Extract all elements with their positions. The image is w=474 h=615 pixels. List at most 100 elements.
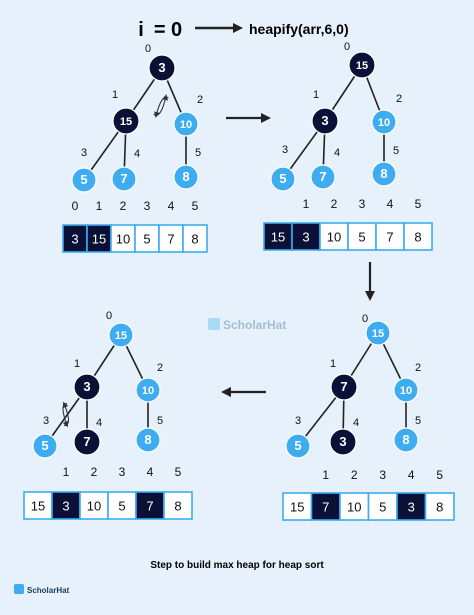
array-cell-box [403,222,433,251]
node-index-label: 5 [393,145,399,157]
array-cell-box [62,224,88,253]
node-circle [73,428,101,456]
scholarhat-logo-icon [14,584,24,594]
array-cell: 10 [319,222,349,251]
array-cell-value: 15 [290,500,304,515]
node-value: 5 [294,438,301,453]
array-cell: 15 [282,492,313,521]
tree-node: 53 [285,415,311,459]
array-index-label: 5 [175,465,182,479]
node-value: 7 [83,434,90,449]
figure-caption: Step to build max heap for heap sort [150,560,324,571]
node-circle [108,322,134,348]
node-index-label: 2 [197,94,203,106]
node-circle [111,166,137,192]
node-value: 10 [142,385,154,397]
array-cell: 15 [86,224,112,253]
tree-node: 71 [330,358,358,401]
node-index-label: 3 [43,415,49,427]
node-value: 15 [356,60,368,72]
heapify-call: heapify(arr,6,0) [249,21,349,37]
node-value: 10 [378,117,390,129]
array-cell: 8 [424,492,455,521]
tree-node: 34 [329,417,359,456]
node-value: 15 [120,116,132,128]
array-cell-box [163,491,193,520]
tree-node: 10 2 [371,93,402,135]
node-value: 5 [279,171,286,186]
tree-node: 31 [73,358,101,401]
node-index-label: 1 [112,89,118,101]
node-value: 3 [321,113,328,128]
array-index-label: 5 [436,468,443,482]
tree-node: 102 [135,362,163,403]
node-index-label: 0 [106,310,112,322]
array-cell-value: 8 [414,230,421,245]
array-index-label: 2 [120,199,127,213]
node-index-label: 4 [353,417,359,429]
tree-node: 85 [135,415,163,453]
array-cell-value: 10 [327,230,341,245]
array-cell: 10 [339,492,370,521]
array-cell-value: 8 [191,232,198,247]
loop-variable: i [138,19,144,41]
node-value: 15 [372,328,384,340]
node-circle [112,107,140,135]
array-cell: 7 [375,222,405,251]
tree-node: 53 [32,415,58,459]
array-cell-value: 8 [174,499,181,514]
array-cell-box [135,491,165,520]
array-cell-value: 3 [62,499,69,514]
node-value: 8 [144,432,151,447]
tree-node: 30 [145,43,176,82]
watermark-text: ScholarHat [223,318,286,332]
array-cell-value: 5 [118,499,125,514]
array-cell-value: 7 [322,500,329,515]
node-circle [135,427,161,453]
node-index-label: 3 [81,147,87,159]
watermark: ScholarHat [208,318,286,332]
tree-node: 85 [173,147,201,190]
array-cell: 8 [163,491,193,520]
array-index-label: 2 [331,197,338,211]
array-cell: 5 [367,492,398,521]
array-index-label: 5 [415,197,422,211]
array-index-label: 1 [96,199,103,213]
node-circle [285,433,311,459]
node-value: 10 [180,119,192,131]
array-cell-value: 3 [408,500,415,515]
node-value: 7 [319,169,326,184]
node-circle [148,54,176,82]
array-cell-value: 8 [436,500,443,515]
node-index-label: 2 [396,93,402,105]
tree-node: 85 [371,145,399,187]
tree-node: 53 [270,144,296,192]
array-cell-value: 7 [167,232,174,247]
array-cell: 7 [135,491,165,520]
tree-node: 31 [311,89,339,135]
array-cell-value: 10 [116,232,130,247]
node-index-label: 4 [134,148,140,160]
array-index-label: 1 [303,197,310,211]
array-index-label: 5 [192,199,199,213]
array-cell-value: 10 [347,500,361,515]
node-index-label: 1 [74,358,80,370]
node-circle [329,428,357,456]
node-value: 3 [339,434,346,449]
swap-arrow-back [153,94,169,116]
node-value: 15 [115,330,127,342]
array-cell: 15 [23,491,53,520]
node-value: 3 [83,379,90,394]
node-value: 7 [340,379,347,394]
array-cell: 8 [403,222,433,251]
node-value: 10 [400,385,412,397]
node-circle [311,107,339,135]
array-cell-value: 3 [302,230,309,245]
array-cell-box [310,492,341,521]
